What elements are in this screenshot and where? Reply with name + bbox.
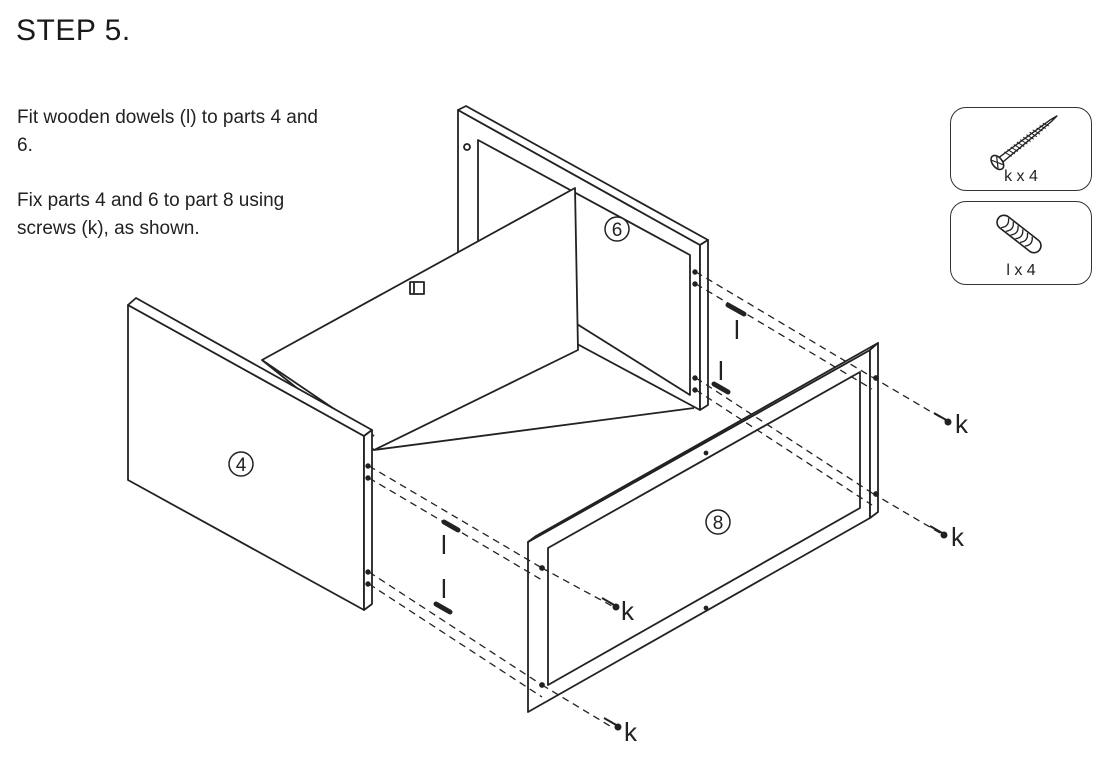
screw-tag: k (955, 409, 969, 439)
dowel-tag: l (441, 574, 447, 604)
dowel-quantity-label: l x 4 (1006, 262, 1036, 279)
svg-text:4: 4 (236, 455, 247, 476)
hardware-box-screw: k x 4 (950, 107, 1092, 191)
instruction-screws: Fix parts 4 and 6 to part 8 using screws… (17, 190, 285, 239)
screws (601, 412, 952, 731)
step-title: STEP 5. (16, 14, 131, 47)
part-6-frame (457, 105, 709, 411)
part-label-4: 4 (228, 451, 254, 477)
hardware-box-dowel: l x 4 (950, 201, 1092, 285)
dowel-icon (433, 601, 453, 615)
screw-tag: k (621, 596, 635, 626)
dowel-tag: l (718, 356, 724, 386)
dowel-icon (441, 519, 461, 533)
instruction-dowels: Fit wooden dowels (l) to parts 4 and 6. (17, 107, 318, 156)
dowel-icon (725, 302, 747, 317)
svg-text:6: 6 (612, 220, 623, 241)
screw-quantity-label: k x 4 (1004, 168, 1038, 185)
part-label-6: 6 (604, 216, 630, 242)
part-label-8: 8 (705, 509, 731, 535)
dowel-icon (996, 214, 1042, 254)
screw-icon (990, 115, 1058, 171)
dowel-tag: l (441, 530, 447, 560)
dowels (433, 302, 747, 615)
dowel-icon (711, 381, 731, 395)
dowel-tag: l (734, 315, 740, 345)
screw-tag: k (624, 717, 638, 747)
svg-text:8: 8 (713, 513, 724, 534)
screw-tag: k (951, 522, 965, 552)
instruction-text: Fit wooden dowels (l) to parts 4 and 6. … (17, 104, 337, 270)
